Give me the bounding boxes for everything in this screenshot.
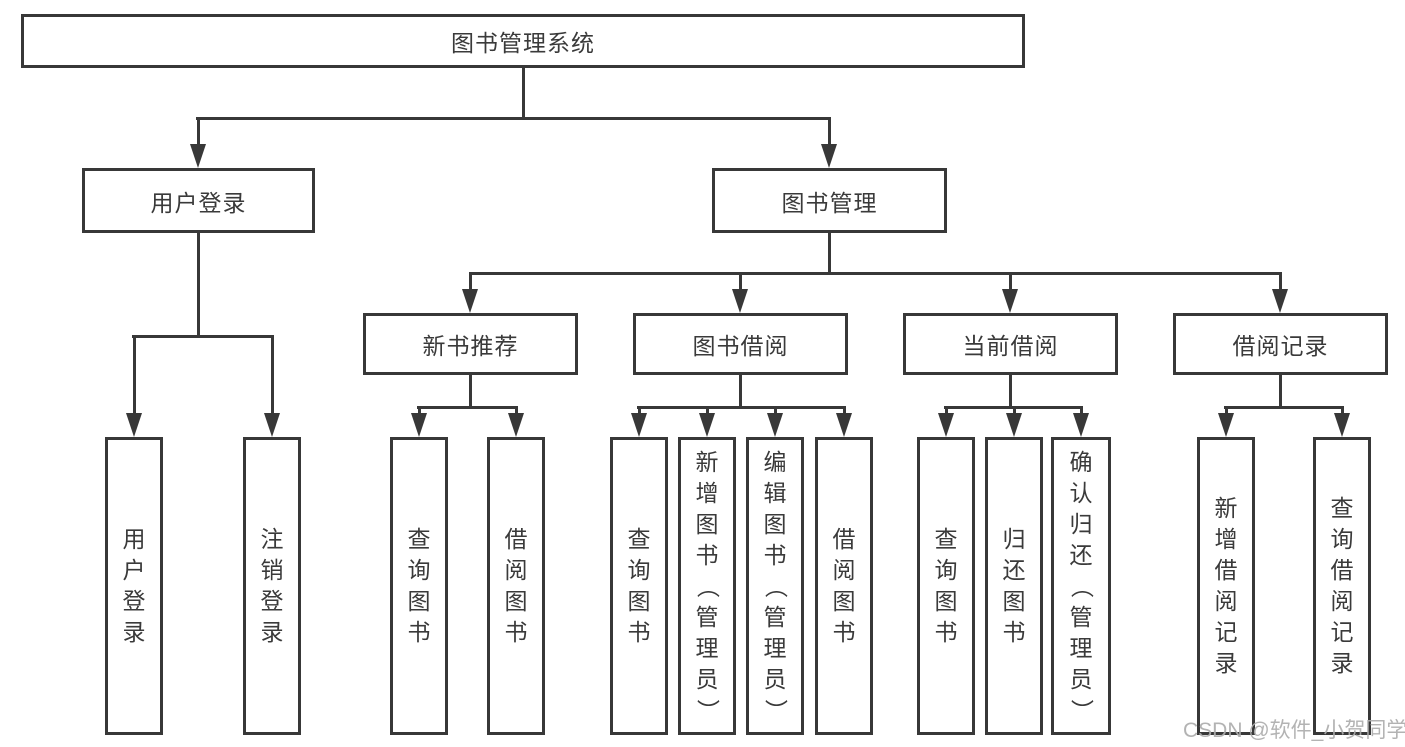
node-root-label: 图书管理系统 <box>451 30 595 56</box>
arrowhead <box>264 413 280 437</box>
node-leaf-logout: 注销登录 <box>243 437 301 735</box>
node-book-management-label: 图书管理 <box>781 189 878 216</box>
connector <box>1224 406 1344 409</box>
node-leaf-add-book-admin: 新增图书（管理员） <box>678 437 736 735</box>
node-current-borrow-label: 当前借阅 <box>962 333 1059 359</box>
node-new-book-recommend-label: 新书推荐 <box>422 333 519 359</box>
connector <box>843 406 846 416</box>
connector <box>271 335 274 415</box>
connector <box>1009 272 1012 292</box>
node-leaf-return-book: 归还图书 <box>985 437 1043 735</box>
arrowhead <box>126 413 142 437</box>
connector <box>197 233 200 338</box>
connector <box>133 335 136 415</box>
node-leaf-query-books-recommend-label: 查询图书 <box>407 526 431 645</box>
connector <box>1279 375 1282 409</box>
arrowhead <box>821 144 837 168</box>
node-root: 图书管理系统 <box>21 14 1025 68</box>
node-user-login: 用户登录 <box>82 168 315 233</box>
arrowhead <box>508 413 524 437</box>
connector <box>469 375 472 409</box>
node-new-book-recommend: 新书推荐 <box>363 313 578 375</box>
node-borrow-record: 借阅记录 <box>1173 313 1388 375</box>
node-leaf-confirm-return-admin: 确认归还（管理员） <box>1051 437 1111 735</box>
node-leaf-query-borrow-record: 查询借阅记录 <box>1313 437 1371 735</box>
arrowhead <box>836 413 852 437</box>
arrowhead <box>1218 413 1234 437</box>
node-leaf-query-books-borrow-label: 查询图书 <box>627 526 651 645</box>
connector <box>1341 406 1344 416</box>
node-book-borrow: 图书借阅 <box>633 313 848 375</box>
node-leaf-add-borrow-record-label: 新增借阅记录 <box>1214 495 1238 676</box>
connector <box>828 117 831 146</box>
node-leaf-return-book-label: 归还图书 <box>1002 526 1026 645</box>
node-current-borrow: 当前借阅 <box>903 313 1118 375</box>
connector <box>739 375 742 409</box>
connector <box>828 233 831 275</box>
arrowhead <box>631 413 647 437</box>
connector <box>469 272 472 292</box>
arrowhead <box>1002 289 1018 313</box>
connector <box>132 335 274 338</box>
connector <box>1009 375 1012 409</box>
node-user-login-label: 用户登录 <box>150 189 247 216</box>
connector <box>418 406 421 416</box>
arrowhead <box>190 144 206 168</box>
arrowhead <box>732 289 748 313</box>
arrowhead <box>1006 413 1022 437</box>
arrowhead <box>699 413 715 437</box>
connector <box>706 406 709 416</box>
node-leaf-query-books-borrow: 查询图书 <box>610 437 668 735</box>
node-leaf-add-borrow-record: 新增借阅记录 <box>1197 437 1255 735</box>
node-leaf-edit-book-admin-label: 编辑图书（管理员） <box>762 448 789 722</box>
node-leaf-add-book-admin-label: 新增图书（管理员） <box>694 448 721 722</box>
csdn-watermark: CSDN @软件_小贺同学 <box>1183 719 1405 742</box>
node-leaf-user-login: 用户登录 <box>105 437 163 735</box>
node-leaf-logout-label: 注销登录 <box>260 526 284 645</box>
arrowhead <box>411 413 427 437</box>
node-leaf-borrow-books: 借阅图书 <box>815 437 873 735</box>
connector <box>1080 406 1083 416</box>
node-leaf-query-books-recommend: 查询图书 <box>390 437 448 735</box>
node-book-borrow-label: 图书借阅 <box>692 333 789 359</box>
node-leaf-query-borrow-record-label: 查询借阅记录 <box>1330 495 1354 676</box>
connector <box>1013 406 1016 416</box>
connector <box>945 406 948 416</box>
node-leaf-borrow-books-label: 借阅图书 <box>832 526 856 645</box>
node-leaf-borrow-books-recommend: 借阅图书 <box>487 437 545 735</box>
connector <box>522 68 525 120</box>
node-leaf-edit-book-admin: 编辑图书（管理员） <box>746 437 804 735</box>
connector <box>196 117 831 120</box>
connector <box>637 406 846 409</box>
connector <box>739 272 742 292</box>
node-leaf-confirm-return-admin-label: 确认归还（管理员） <box>1068 448 1095 722</box>
connector <box>197 117 200 146</box>
connector <box>469 272 1282 275</box>
connector <box>774 406 777 416</box>
node-leaf-user-login-label: 用户登录 <box>122 526 146 645</box>
connector <box>417 406 518 409</box>
connector <box>1225 406 1228 416</box>
arrowhead <box>1073 413 1089 437</box>
node-leaf-query-books-current: 查询图书 <box>917 437 975 735</box>
node-borrow-record-label: 借阅记录 <box>1232 333 1329 359</box>
arrowhead <box>462 289 478 313</box>
arrowhead <box>1334 413 1350 437</box>
connector <box>638 406 641 416</box>
arrowhead <box>1272 289 1288 313</box>
node-book-management: 图书管理 <box>712 168 947 233</box>
node-leaf-query-books-current-label: 查询图书 <box>934 526 958 645</box>
arrowhead <box>767 413 783 437</box>
connector <box>515 406 518 416</box>
arrowhead <box>938 413 954 437</box>
connector <box>1279 272 1282 292</box>
node-leaf-borrow-books-recommend-label: 借阅图书 <box>504 526 528 645</box>
